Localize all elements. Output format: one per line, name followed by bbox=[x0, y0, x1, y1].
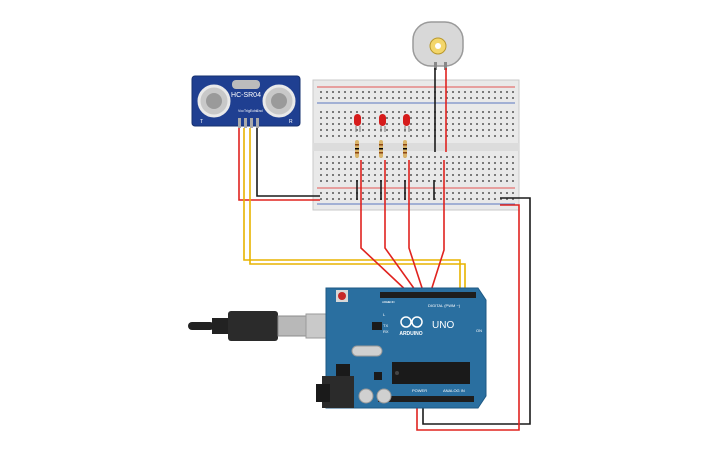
arduino-board[interactable]: ARDUINO UNO DIGITAL (PWM ~) POWER ANALOG… bbox=[316, 287, 487, 409]
sensor-label: HC-SR04 bbox=[231, 92, 261, 99]
wire-red bbox=[384, 160, 419, 295]
wire-black bbox=[256, 128, 320, 197]
sensor-pin-trig: Trig bbox=[244, 109, 250, 113]
aref-label: AREF bbox=[382, 300, 390, 304]
led-icon[interactable] bbox=[354, 114, 361, 132]
resistor-icon[interactable] bbox=[355, 140, 359, 158]
led-label-rx: RX bbox=[383, 329, 389, 334]
wire-yellow bbox=[243, 128, 461, 294]
led-label-l: L bbox=[383, 312, 386, 317]
arduino-logo bbox=[400, 316, 423, 328]
wire-red bbox=[416, 204, 520, 431]
wires bbox=[238, 68, 531, 431]
sensor-corner-t: T bbox=[200, 119, 203, 125]
on-label: ON bbox=[476, 328, 482, 333]
wire-red bbox=[238, 128, 320, 201]
led-label-tx: TX bbox=[383, 323, 388, 328]
breadboard bbox=[312, 79, 520, 211]
arduino-model: UNO bbox=[432, 320, 454, 331]
resistor-icon[interactable] bbox=[379, 140, 383, 158]
sensor-pin-vcc: Vcc bbox=[238, 109, 244, 113]
analog-header-label: ANALOG IN bbox=[443, 388, 465, 393]
gnd-label: GND bbox=[388, 300, 396, 304]
wire-red bbox=[429, 160, 445, 295]
digital-header-label: DIGITAL (PWM ~) bbox=[428, 303, 461, 308]
led-icon[interactable] bbox=[403, 114, 410, 132]
arduino-brand: ARDUINO bbox=[399, 331, 422, 337]
wire-yellow bbox=[249, 128, 466, 294]
capacitor-icon bbox=[358, 388, 392, 404]
resistor-icon[interactable] bbox=[403, 140, 407, 158]
sensor-corner-r: R bbox=[289, 119, 293, 125]
sensor-pin-echo: Echo bbox=[250, 109, 258, 113]
led-icon[interactable] bbox=[379, 114, 386, 132]
ic-chip-icon bbox=[392, 362, 470, 384]
reset-button-icon[interactable] bbox=[336, 290, 348, 302]
power-header-label: POWER bbox=[412, 388, 427, 393]
wire-red bbox=[408, 160, 425, 295]
dc-motor-icon[interactable] bbox=[412, 21, 464, 70]
wire-black bbox=[422, 197, 531, 425]
ultrasonic-sensor[interactable]: HC-SR04 T R Vcc Trig Echo Gnd bbox=[191, 75, 301, 128]
wire-red bbox=[360, 160, 411, 295]
sensor-pin-gnd: Gnd bbox=[256, 109, 263, 113]
usb-plug-icon[interactable] bbox=[188, 311, 339, 341]
